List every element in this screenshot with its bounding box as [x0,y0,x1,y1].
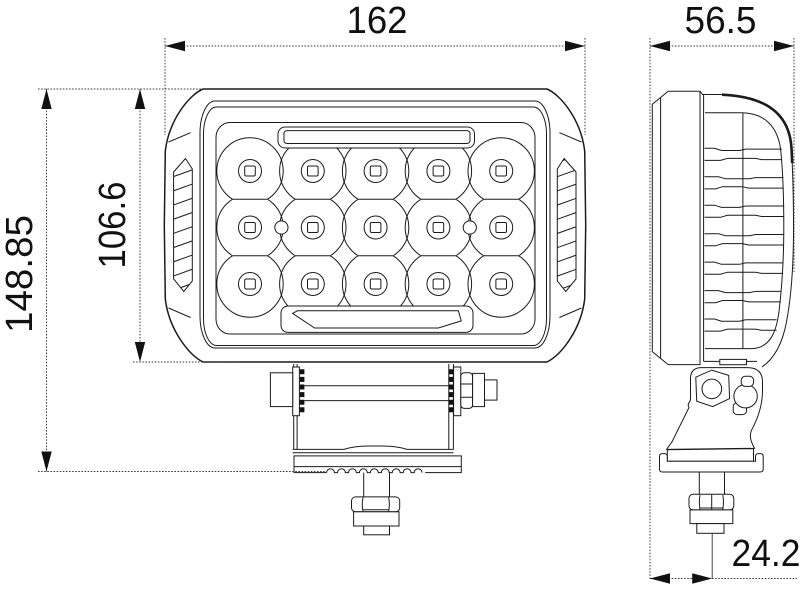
svg-text:148.85: 148.85 [0,215,41,333]
svg-text:56.5: 56.5 [685,0,757,42]
svg-text:106.6: 106.6 [92,182,134,269]
svg-text:24.2: 24.2 [732,533,800,575]
svg-text:162: 162 [347,0,408,42]
